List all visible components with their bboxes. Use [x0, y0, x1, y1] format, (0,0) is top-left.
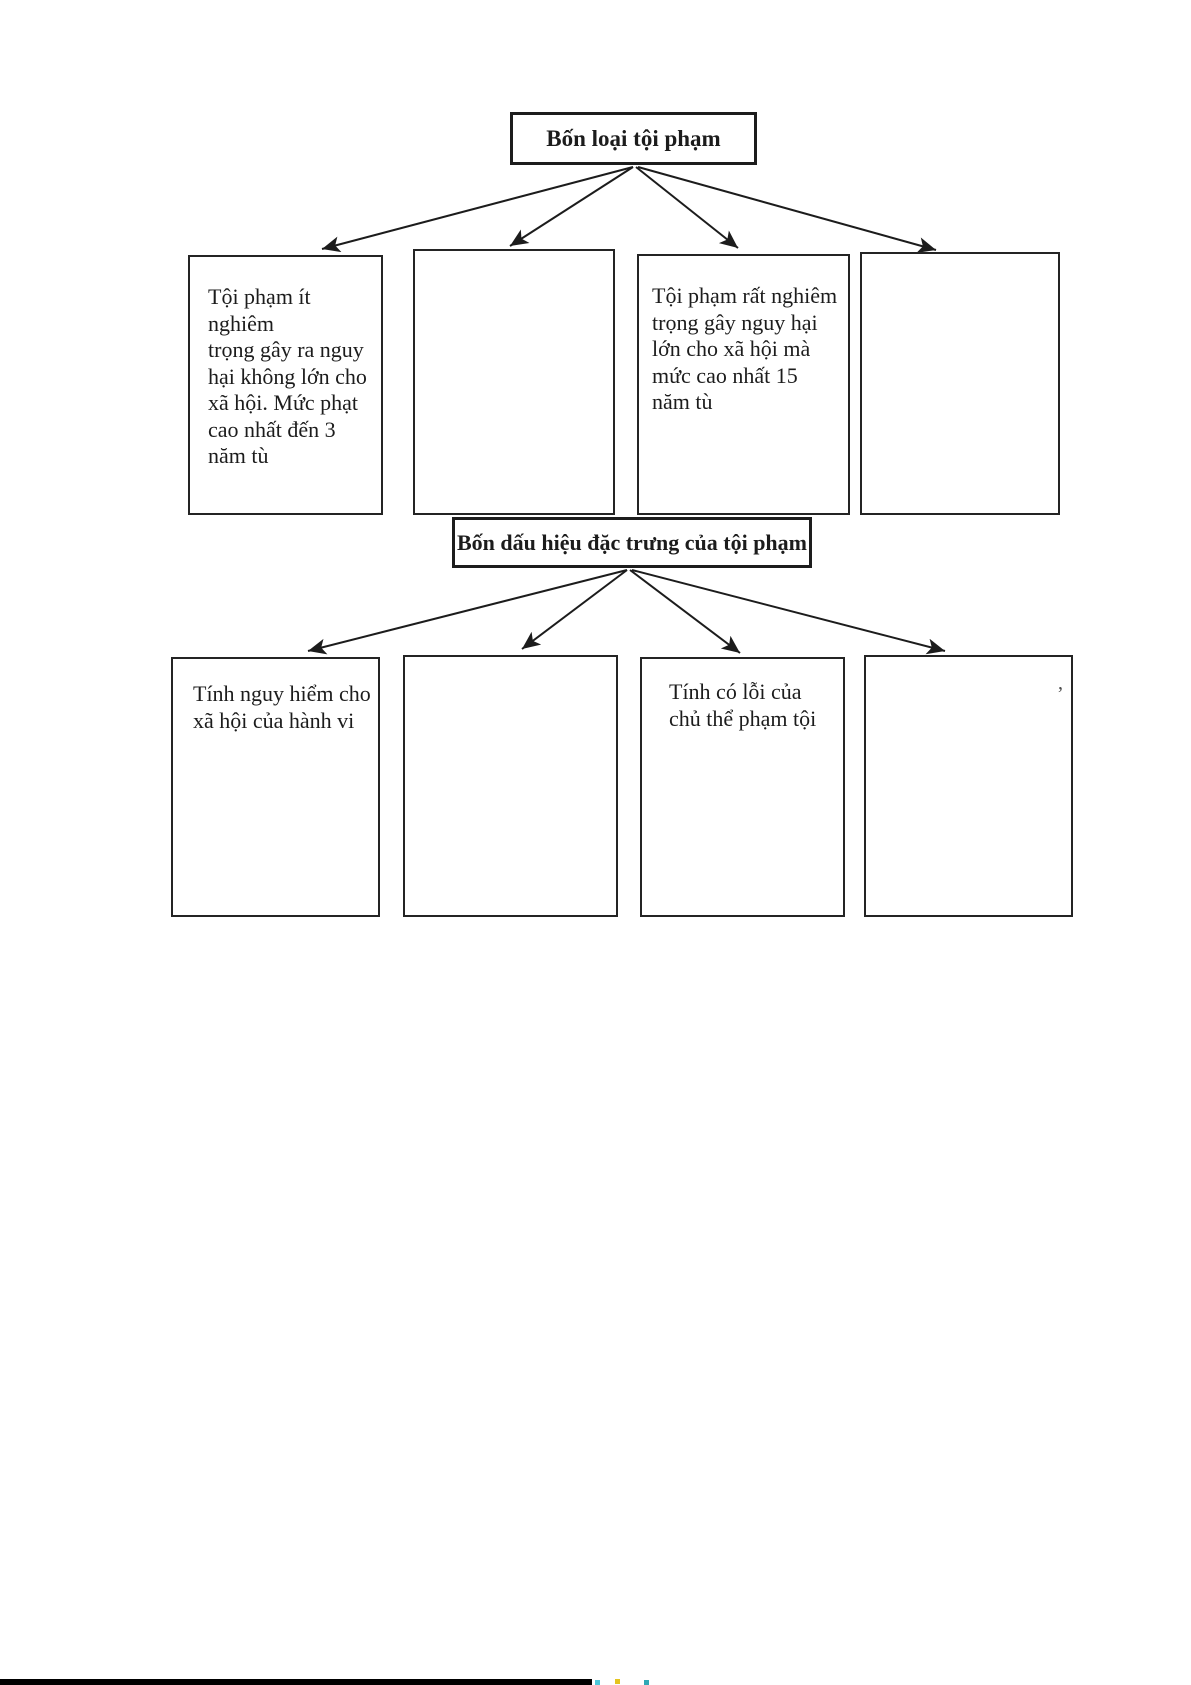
diagram1-arrow-4 — [637, 166, 937, 253]
crime-type-box-1: Tội phạm ít nghiêm trọng gây ra nguy hại… — [188, 255, 383, 515]
diagram1-arrow-1 — [321, 166, 634, 253]
crime-type-box-2-empty — [413, 249, 615, 515]
scan-speck-yellow — [615, 1679, 620, 1684]
scan-speck-comma: , — [1058, 672, 1063, 694]
crime-sign-box-4-empty — [864, 655, 1073, 917]
diagram2-arrow-2 — [521, 569, 628, 650]
diagram2-arrow-4 — [631, 569, 946, 655]
diagram1-title-box: Bốn loại tội phạm — [510, 112, 757, 165]
diagram1-title: Bốn loại tội phạm — [546, 125, 721, 151]
crime-type-box-3-text: Tội phạm rất nghiêm trọng gây nguy hại l… — [652, 283, 838, 414]
crime-sign-box-1: Tính nguy hiểm cho xã hội của hành vi — [171, 657, 380, 917]
diagram1-arrow-2 — [509, 166, 634, 247]
crime-sign-box-1-text: Tính nguy hiểm cho xã hội của hành vi — [193, 681, 371, 733]
diagram1-arrow-3 — [635, 166, 739, 249]
crime-sign-box-2-empty — [403, 655, 618, 917]
scan-bottom-bar — [0, 1679, 592, 1685]
crime-sign-box-3: Tính có lỗi của chủ thể phạm tội — [640, 657, 845, 917]
crime-sign-box-3-text: Tính có lỗi của chủ thể phạm tội — [669, 679, 817, 731]
scan-speck-cyan — [595, 1680, 600, 1685]
crime-type-box-1-text: Tội phạm ít nghiêm trọng gây ra nguy hại… — [208, 284, 367, 468]
scan-speck-teal — [644, 1680, 649, 1685]
diagram2-arrow-3 — [629, 569, 741, 654]
crime-type-box-3: Tội phạm rất nghiêm trọng gây nguy hại l… — [637, 254, 850, 515]
diagram2-title-box: Bốn dấu hiệu đặc trưng của tội phạm — [452, 517, 812, 568]
diagram2-arrow-1 — [307, 569, 628, 655]
diagram2-title: Bốn dấu hiệu đặc trưng của tội phạm — [457, 529, 807, 555]
crime-type-box-4-empty — [860, 252, 1060, 515]
